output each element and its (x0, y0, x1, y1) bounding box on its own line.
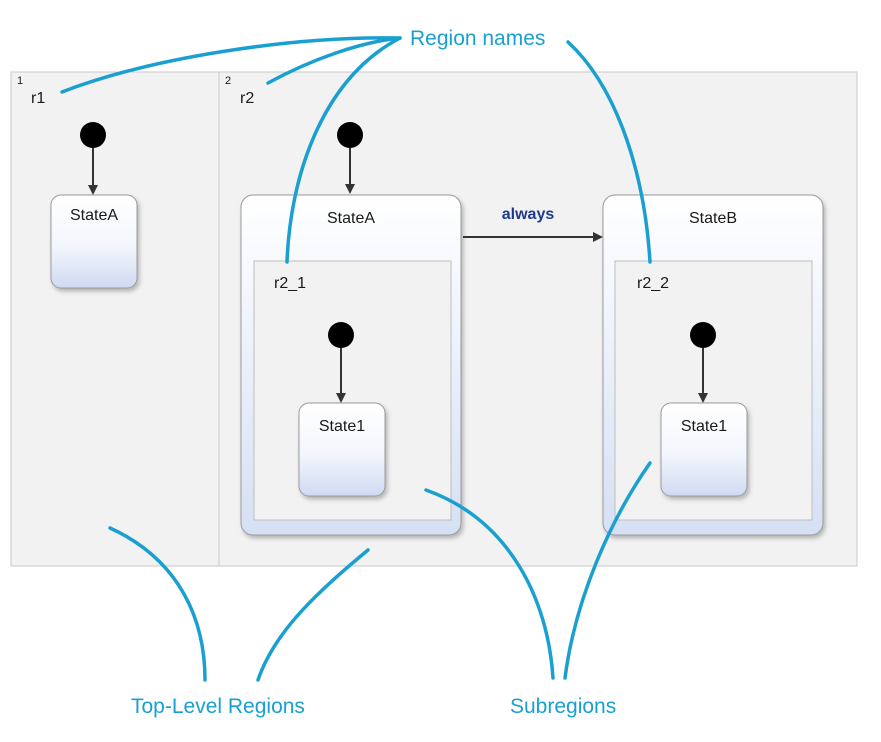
region-r2[interactable]: 2 r2 StateA r2_1 State1 always (218, 71, 858, 567)
subregion-r2-1[interactable]: r2_1 State1 (253, 260, 452, 521)
subregion-r2-2-name: r2_2 (637, 275, 669, 292)
region-r1-number: 1 (17, 75, 23, 87)
state-r1-statea[interactable]: StateA (50, 194, 138, 289)
region-r1-name: r1 (31, 90, 45, 107)
state-r2-1-state1-label: State1 (319, 418, 365, 435)
initial-state-r2-1[interactable] (328, 322, 354, 348)
transition-always-label: always (502, 206, 555, 223)
callout-subregions: Subregions (510, 695, 616, 718)
initial-state-r1[interactable] (80, 122, 106, 148)
state-r2-stateb[interactable]: StateB r2_2 State1 (602, 194, 824, 536)
state-r2-2-state1[interactable]: State1 (660, 402, 748, 497)
state-r1-statea-label: StateA (70, 207, 118, 224)
callout-region-names: Region names (410, 27, 545, 50)
state-r2-stateb-label: StateB (689, 210, 737, 227)
region-r2-name: r2 (240, 90, 254, 107)
state-r2-1-state1[interactable]: State1 (298, 402, 386, 497)
state-r2-2-state1-label: State1 (681, 418, 727, 435)
callout-lines-subregions (424, 461, 652, 680)
state-r2-statea[interactable]: StateA r2_1 State1 (240, 194, 462, 536)
state-r2-statea-label: StateA (327, 210, 375, 227)
region-r1[interactable]: 1 r1 StateA (10, 71, 223, 567)
initial-state-r2-2[interactable] (690, 322, 716, 348)
subregion-r2-1-name: r2_1 (274, 275, 306, 292)
initial-state-r2[interactable] (337, 122, 363, 148)
region-r2-number: 2 (225, 75, 231, 87)
callout-lines-top-level-regions (108, 526, 370, 682)
callout-top-level-regions: Top-Level Regions (131, 695, 305, 718)
callout-lines-region-names (60, 36, 652, 264)
subregion-r2-2[interactable]: r2_2 State1 (614, 260, 813, 521)
